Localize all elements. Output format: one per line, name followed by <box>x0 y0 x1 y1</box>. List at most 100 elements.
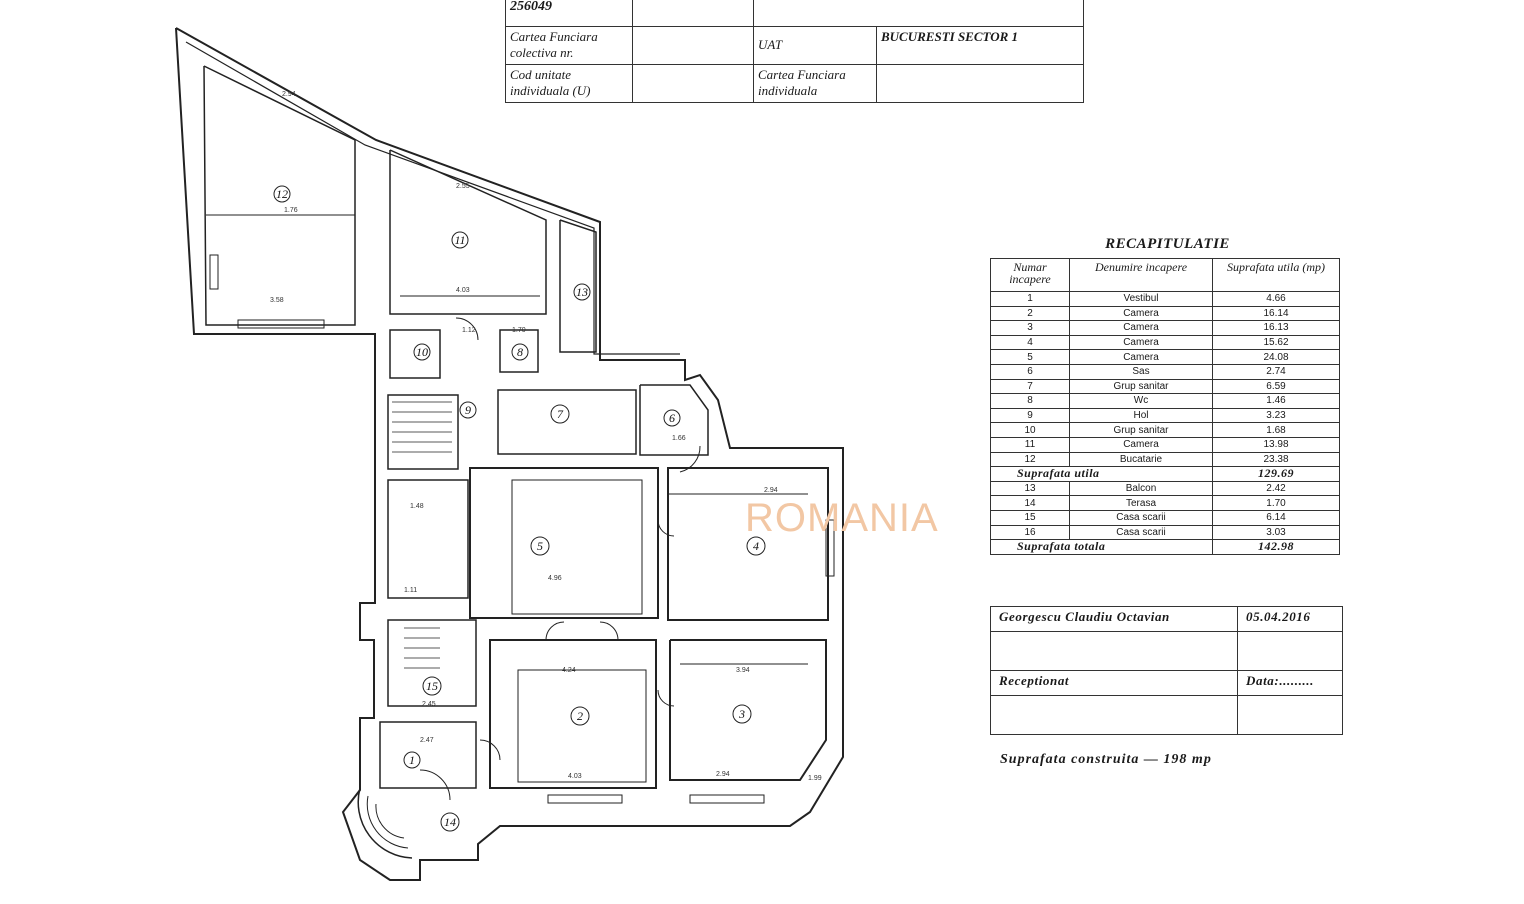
dimension-label: 2.94 <box>764 487 778 494</box>
recap-cell-no: 12 <box>990 451 1070 468</box>
recap-cell-name: Sas <box>1069 363 1213 380</box>
header-name: Denumire incapere <box>1069 258 1213 292</box>
dimension-label: 2.47 <box>420 737 434 744</box>
recap-cell-area: 13.98 <box>1212 436 1340 453</box>
header-number: Numar incapere <box>990 258 1070 292</box>
room-3-number: 3 <box>738 707 745 721</box>
recap-cell-no: 2 <box>990 305 1070 322</box>
recap-cell-name: Camera <box>1069 349 1213 365</box>
room-15-number: 15 <box>426 679 438 693</box>
room-1-number: 1 <box>409 753 415 767</box>
collective-label: Cartea Funciara colectiva nr. <box>505 26 633 65</box>
unit-label: Cod unitate individuala (U) <box>505 64 633 103</box>
date-label: Data:......... <box>1237 670 1343 696</box>
total-area-label: Suprafata totala <box>990 539 1213 555</box>
recap-cell-no: 3 <box>990 320 1070 336</box>
recap-cell-name: Grup sanitar <box>1069 422 1213 438</box>
recap-cell-area: 23.38 <box>1212 451 1340 468</box>
signature-table: Georgescu Claudiu Octavian 05.04.2016 Re… <box>990 606 1343 735</box>
room-12-number: 12 <box>276 187 288 201</box>
dimension-label: 4.03 <box>456 287 470 294</box>
recap-cell-no: 10 <box>990 422 1070 438</box>
header-area: Suprafata utila (mp) <box>1212 258 1340 292</box>
dimension-label: 2.94 <box>716 771 730 778</box>
recap-title: RECAPITULATIE <box>1105 236 1230 252</box>
recap-cell-area: 16.14 <box>1212 305 1340 322</box>
recap-cell-name: Grup sanitar <box>1069 378 1213 395</box>
dimension-label: 1.70 <box>512 327 526 334</box>
recap-cell-no: 8 <box>990 393 1070 409</box>
recap-cell-name: Terasa <box>1069 495 1213 511</box>
recap-cell-area: 1.46 <box>1212 393 1340 409</box>
recap-cell-area: 16.13 <box>1212 320 1340 336</box>
recap-cell-no: 14 <box>990 495 1070 511</box>
watermark: ROMANIA <box>745 496 939 540</box>
recap-cell-name: Casa scarii <box>1069 509 1213 526</box>
room-11-number: 11 <box>454 233 465 247</box>
room-6-number: 6 <box>669 411 675 425</box>
recap-cell-no: 11 <box>990 436 1070 453</box>
recap-cell-area: 6.59 <box>1212 378 1340 395</box>
cadastral-table: 256049 Cartea Funciara colectiva nr. UAT… <box>505 0 1084 103</box>
recap-cell-name: Vestibul <box>1069 291 1213 307</box>
cadastral-number: 256049 <box>505 0 633 27</box>
useful-area-label: Suprafata utila <box>990 466 1213 482</box>
recap-table: Numar incapere Denumire incapere Suprafa… <box>990 258 1340 555</box>
room-5-number: 5 <box>537 539 543 553</box>
recap-cell-area: 1.68 <box>1212 422 1340 438</box>
room-2-number: 2 <box>577 709 583 723</box>
room-9-number: 9 <box>465 403 471 417</box>
total-area-value: 142.98 <box>1212 539 1340 555</box>
built-area: Suprafata construita — 198 mp <box>1000 752 1212 767</box>
individual-label: Cartea Funciara individuala <box>753 64 877 103</box>
recap-cell-no: 6 <box>990 363 1070 380</box>
recap-cell-no: 16 <box>990 524 1070 541</box>
dimension-label: 3.94 <box>736 667 750 674</box>
recap-cell-area: 1.70 <box>1212 495 1340 511</box>
recap-cell-no: 1 <box>990 291 1070 307</box>
dimension-label: 1.48 <box>410 503 424 510</box>
dimension-label: 4.96 <box>548 575 562 582</box>
recap-cell-area: 24.08 <box>1212 349 1340 365</box>
recap-cell-no: 15 <box>990 509 1070 526</box>
room-10-number: 10 <box>416 345 428 359</box>
surveyor-name: Georgescu Claudiu Octavian <box>990 606 1238 632</box>
uat-label: UAT <box>753 26 877 65</box>
recap-cell-name: Camera <box>1069 305 1213 322</box>
recap-cell-name: Casa scarii <box>1069 524 1213 541</box>
recap-cell-area: 3.03 <box>1212 524 1340 541</box>
recap-cell-name: Balcon <box>1069 480 1213 497</box>
room-7-number: 7 <box>557 407 564 421</box>
recap-cell-name: Bucatarie <box>1069 451 1213 468</box>
recap-cell-name: Camera <box>1069 436 1213 453</box>
recap-cell-no: 9 <box>990 407 1070 424</box>
dimension-label: 3.58 <box>270 297 284 304</box>
dimension-label: 2.94 <box>282 91 296 98</box>
dimension-label: 1.11 <box>404 587 417 594</box>
dimension-label: 1.12 <box>462 327 476 334</box>
received-label: Receptionat <box>990 670 1238 696</box>
room-4-number: 4 <box>753 539 759 553</box>
room-14-number: 14 <box>444 815 456 829</box>
dimension-label: 1.99 <box>808 775 822 782</box>
room-8-number: 8 <box>517 345 523 359</box>
recap-cell-area: 2.74 <box>1212 363 1340 380</box>
dimension-label: 1.76 <box>284 207 298 214</box>
dimension-label: 4.03 <box>568 773 582 780</box>
dimension-label: 4.24 <box>562 667 576 674</box>
